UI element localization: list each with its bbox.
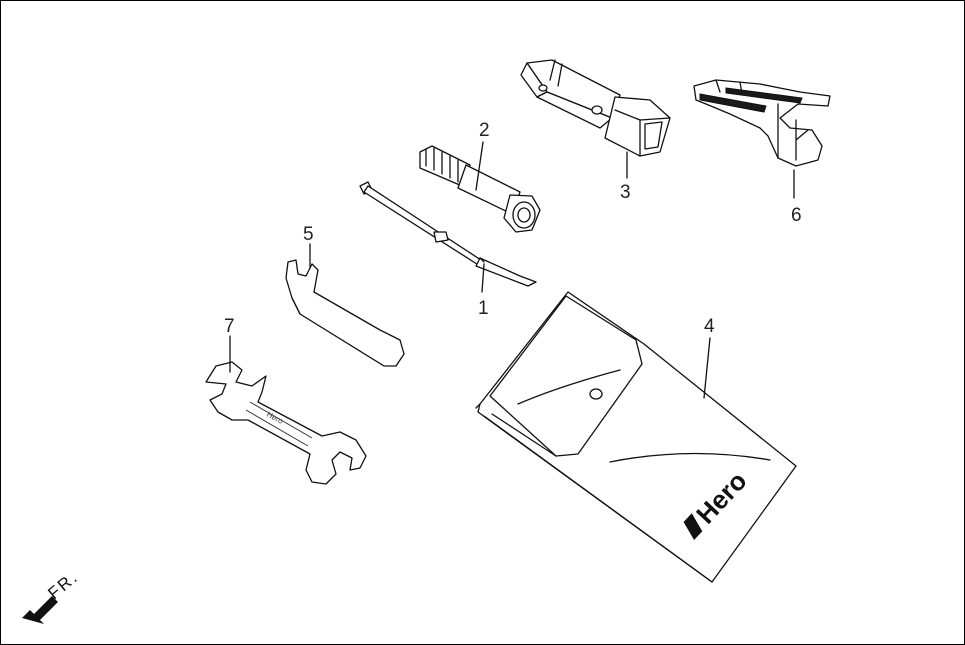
callout-6: 6 xyxy=(791,205,802,226)
part-7-double-wrench: Hero 7 xyxy=(205,316,367,485)
front-direction-indicator: FR. xyxy=(22,567,82,624)
callout-4: 4 xyxy=(704,316,715,337)
part-6-clip: 6 xyxy=(693,79,831,226)
front-arrow-icon xyxy=(22,596,58,624)
callout-2: 2 xyxy=(479,120,490,141)
part-5-pin-spanner: 5 xyxy=(285,224,405,367)
callout-3: 3 xyxy=(620,182,631,203)
callout-5: 5 xyxy=(303,224,314,245)
part-1-screwdriver: 1 xyxy=(359,181,537,319)
part-4-tool-pouch: Hero 4 xyxy=(475,291,797,583)
part-2-driver-handle: 2 xyxy=(419,120,541,233)
direction-label: FR. xyxy=(44,567,82,603)
part-3-box-spanner: 3 xyxy=(520,59,671,203)
callout-7: 7 xyxy=(224,316,235,337)
callout-1: 1 xyxy=(478,298,489,319)
